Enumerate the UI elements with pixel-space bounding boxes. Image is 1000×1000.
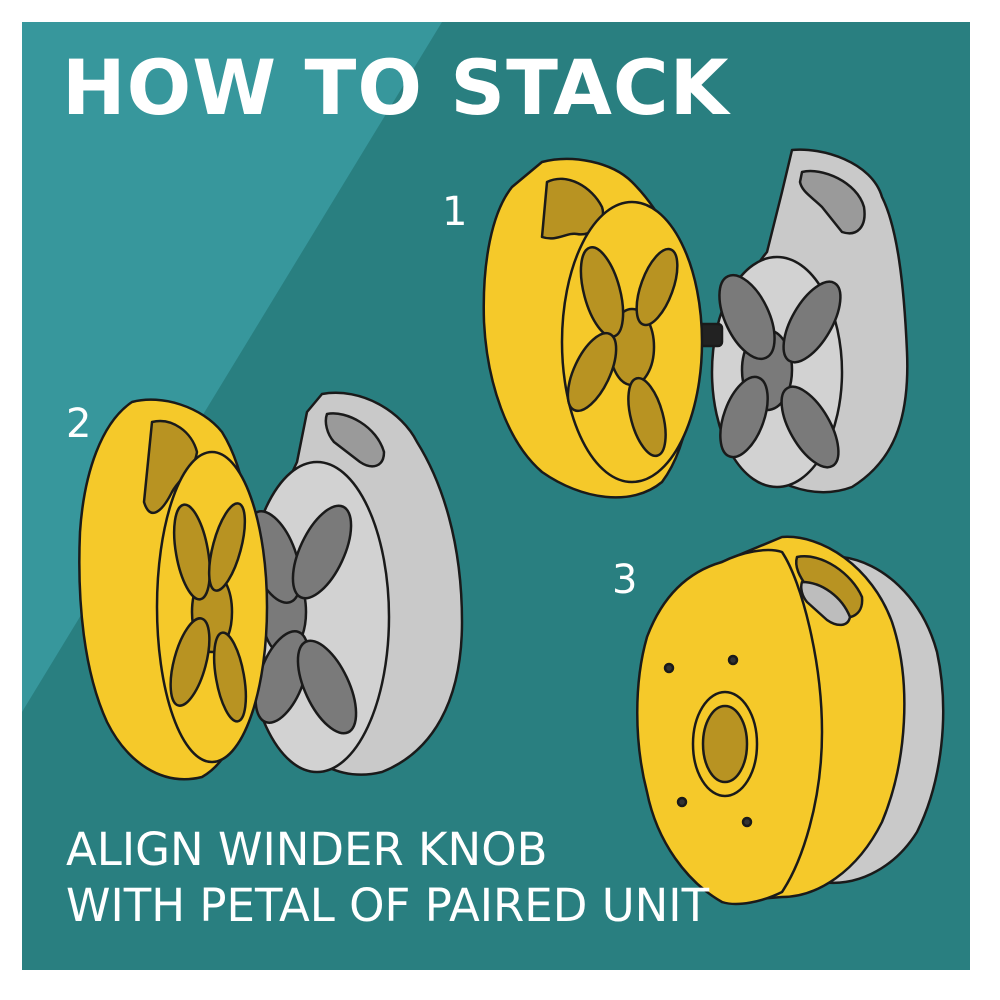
page-title: HOW TO STACK <box>62 43 730 132</box>
step-1-illustration <box>482 148 909 499</box>
instruction-caption: ALIGN WINDER KNOB WITH PETAL OF PAIRED U… <box>66 822 709 934</box>
gray-reel-unit <box>243 391 464 776</box>
yellow-reel-unit <box>78 398 269 781</box>
yellow-reel-unit <box>482 157 704 499</box>
instruction-panel: HOW TO STACK 1 2 3 <box>22 22 970 970</box>
step-3-illustration <box>636 535 945 906</box>
step-number-2: 2 <box>66 401 92 447</box>
step-2-illustration <box>78 391 464 781</box>
step-number-1: 1 <box>442 189 468 235</box>
caption-line-2: WITH PETAL OF PAIRED UNIT <box>66 879 710 932</box>
gray-reel-unit <box>710 148 909 494</box>
caption-line-1: ALIGN WINDER KNOB <box>66 823 548 876</box>
stacked-yellow-reel-unit <box>636 535 906 906</box>
step-number-3: 3 <box>612 557 638 603</box>
